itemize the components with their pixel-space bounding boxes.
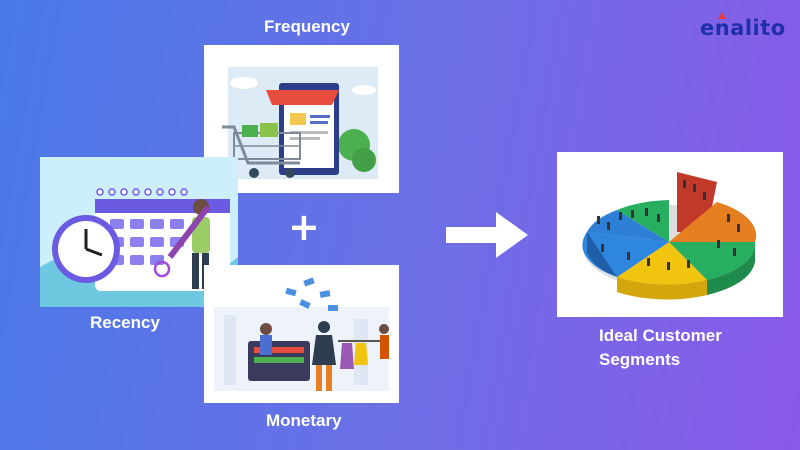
pie-chart-icon	[582, 172, 757, 300]
money-icon	[214, 277, 389, 391]
clock-icon	[52, 215, 120, 283]
shopping-cart-icon	[222, 67, 378, 179]
segments-label-line1: Ideal Customer	[599, 326, 722, 345]
calendar-icon	[40, 157, 238, 307]
brand-logo: enalito	[700, 16, 786, 40]
segments-label: Ideal Customer Segments	[599, 324, 722, 372]
monetary-card	[204, 265, 399, 403]
recency-card	[40, 157, 238, 307]
segments-card	[557, 152, 783, 317]
plus-icon: +	[288, 205, 320, 249]
recency-label: Recency	[90, 313, 160, 332]
arrow-right-icon	[446, 212, 528, 258]
frequency-card	[204, 45, 399, 193]
frequency-label: Frequency	[264, 17, 350, 36]
monetary-label: Monetary	[266, 411, 342, 430]
segments-label-line2: Segments	[599, 350, 681, 369]
logo-accent-icon	[718, 12, 726, 19]
